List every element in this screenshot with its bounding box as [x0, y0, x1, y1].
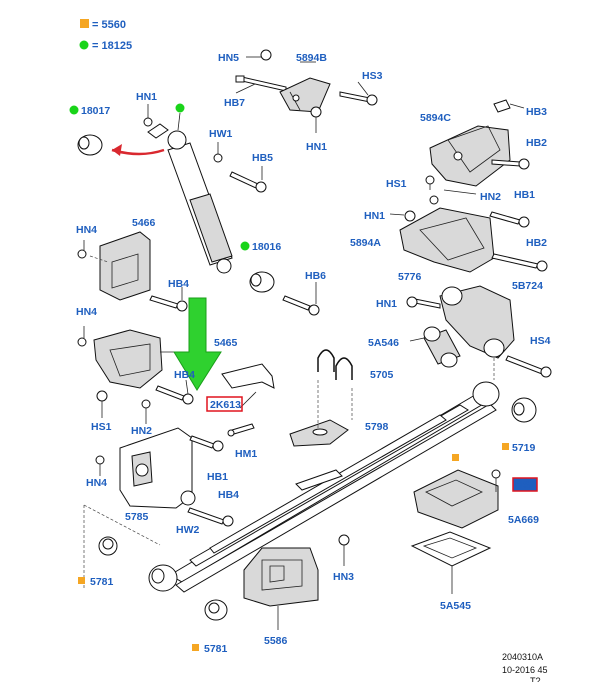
label-hb4-b: HB4 [174, 369, 195, 381]
label-hn1-shock: HN1 [136, 91, 157, 103]
green-dot-shock-top-icon [175, 103, 185, 113]
label-hb4-a: HB4 [168, 278, 189, 290]
label-hn4-a: HN4 [76, 224, 97, 236]
label-hb4-c: HB4 [218, 489, 239, 501]
shackle-5776 [406, 285, 552, 380]
label-5466: 5466 [132, 217, 156, 229]
label-5705: 5705 [370, 369, 394, 381]
footer-date: 10-2016 45 [502, 665, 548, 675]
bushings-5781 [98, 536, 228, 621]
label-hn4-c: HN4 [86, 477, 107, 489]
label-5719: 5719 [512, 442, 536, 454]
label-18017: 18017 [81, 105, 110, 117]
label-5776: 5776 [398, 271, 422, 283]
label-hn3: HN3 [333, 571, 354, 583]
orange-square-5781-b-icon [192, 644, 199, 651]
highlight-hs2-box [512, 477, 538, 492]
label-hn2-right: HN2 [480, 191, 501, 203]
shock-bolts [213, 142, 320, 316]
label-hn1-right: HN1 [364, 210, 385, 222]
plate-5a545 [410, 531, 492, 594]
label-hb7: HB7 [224, 97, 245, 109]
shock-absorber-18125 [69, 103, 275, 293]
label-hs2: HS2 [515, 479, 536, 491]
bracket-5894a [389, 207, 548, 273]
label-hs1-left: HS1 [91, 421, 112, 433]
orange-square-5719-icon [452, 454, 459, 461]
label-5781-a: 5781 [90, 576, 114, 588]
label-hn1-top: HN1 [306, 141, 327, 153]
bracket-5466 [77, 231, 188, 312]
label-5798: 5798 [365, 421, 389, 433]
label-hs4: HS4 [530, 335, 551, 347]
bracket-5465 [77, 326, 194, 424]
label-5a545: 5A545 [440, 600, 471, 612]
orange-square-5719-label-icon [502, 443, 509, 450]
spacer-5a669 [413, 469, 501, 529]
label-5894c: 5894C [420, 112, 451, 124]
green-dot-18017-icon [69, 105, 79, 115]
label-5785: 5785 [125, 511, 149, 523]
green-dot-18016-icon [240, 241, 250, 251]
label-5586: 5586 [264, 635, 288, 647]
legend: = 5560 = 18125 [79, 19, 132, 52]
label-5894b: 5894B [296, 52, 327, 64]
label-hs1-right: HS1 [386, 178, 407, 190]
highlight-2k613-box [206, 396, 243, 412]
label-18016: 18016 [252, 241, 281, 253]
label-hb1-left: HB1 [207, 471, 228, 483]
label-hb1-right: HB1 [514, 189, 535, 201]
label-5a669: 5A669 [508, 514, 539, 526]
label-5b724: 5B724 [512, 280, 543, 292]
nut-hn3 [338, 534, 350, 566]
bushing-5a546 [409, 326, 461, 368]
block-5586 [243, 547, 319, 630]
legend-5560-text: = 5560 [92, 19, 126, 31]
label-hb2-b: HB2 [526, 237, 547, 249]
label-5894a: 5894A [350, 237, 381, 249]
label-hb2-a: HB2 [526, 137, 547, 149]
bracket-5894c [425, 99, 530, 205]
u-bolt-5705 [317, 349, 353, 430]
label-5465: 5465 [214, 337, 238, 349]
label-hn4-b: HN4 [76, 306, 97, 318]
callout-labels: HN5 5894B HS3 HB7 HN1 18017 HN1 HW1 HB5 … [76, 52, 551, 655]
legend-orange-square-icon [80, 19, 89, 28]
footer: 2040310A 10-2016 45 T? [502, 652, 548, 682]
green-arrow-icon [173, 297, 222, 391]
legend-green-dot-icon [79, 40, 89, 50]
label-hn1-lower: HN1 [376, 298, 397, 310]
label-hb6: HB6 [305, 270, 326, 282]
orange-square-5781-a-icon [78, 577, 85, 584]
label-hm1: HM1 [235, 448, 257, 460]
legend-18125-text: = 18125 [92, 40, 132, 52]
leaf-spring-5798 [148, 381, 537, 593]
footer-suffix: T? [530, 676, 541, 682]
label-hb3: HB3 [526, 106, 547, 118]
bracket-5894b-group [235, 49, 378, 133]
footer-code: 2040310A [502, 652, 543, 662]
label-hn5: HN5 [218, 52, 239, 64]
label-hn2-left: HN2 [131, 425, 152, 437]
label-hs3: HS3 [362, 70, 383, 82]
hanger-5785 [83, 427, 234, 590]
label-hw1: HW1 [209, 128, 232, 140]
label-hw2: HW2 [176, 524, 199, 536]
label-5781-b: 5781 [204, 643, 228, 655]
label-hb5: HB5 [252, 152, 273, 164]
label-5a546: 5A546 [368, 337, 399, 349]
label-2k613: 2K613 [210, 399, 241, 411]
